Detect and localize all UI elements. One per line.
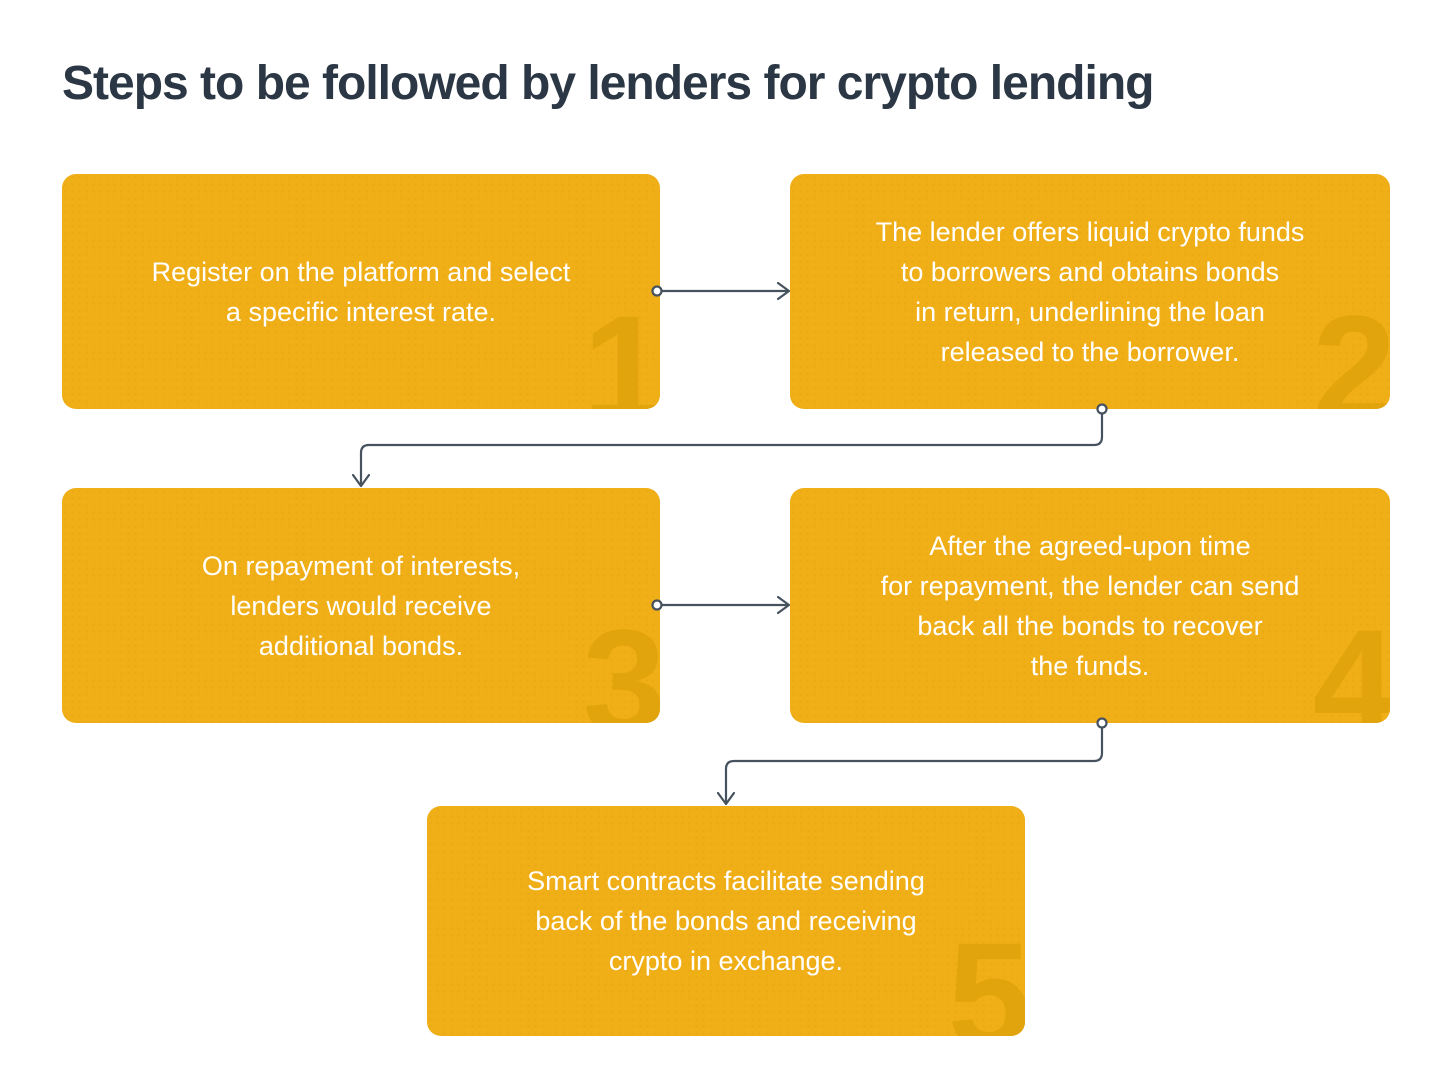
- step-number-2: 2: [1312, 284, 1390, 409]
- step-number-4: 4: [1312, 598, 1390, 723]
- arrowhead-down-icon: [351, 473, 371, 488]
- step-card-3: 3 On repayment of interests, lenders wou…: [62, 488, 660, 723]
- step-text-4: After the agreed-upon time for repayment…: [880, 530, 1300, 681]
- step-number-1: 1: [582, 284, 660, 409]
- step-text-5: Smart contracts facilitate sending back …: [527, 866, 925, 976]
- connector-start-dot: [1096, 717, 1108, 729]
- step-text-3: On repayment of interests, lenders would…: [201, 550, 521, 661]
- connector-step1-step2-arrow: [651, 281, 791, 301]
- connector-start-dot: [1096, 403, 1108, 415]
- step-card-4: 4 After the agreed-upon time for repayme…: [790, 488, 1390, 723]
- connector-step2-step3-arrow: [351, 403, 1108, 488]
- step-card-2: 2 The lender offers liquid crypto funds …: [790, 174, 1390, 409]
- connector-step3-step4-arrow: [651, 595, 791, 615]
- arrowhead-right-icon: [776, 595, 791, 615]
- connector-step4-step5-arrow: [716, 717, 1108, 806]
- step-card-1: 1 Register on the platform and select a …: [62, 174, 660, 409]
- step-text-1: Register on the platform and select a sp…: [151, 256, 571, 327]
- page-title: Steps to be followed by lenders for cryp…: [62, 57, 1154, 110]
- step-number-5: 5: [947, 911, 1025, 1036]
- step-number-3: 3: [582, 598, 660, 723]
- arrowhead-right-icon: [776, 281, 791, 301]
- step-card-5: 5 Smart contracts facilitate sending bac…: [427, 806, 1025, 1036]
- connector-line: [359, 412, 1104, 485]
- step-text-2: The lender offers liquid crypto funds to…: [875, 216, 1305, 367]
- arrowhead-down-icon: [716, 791, 736, 806]
- connector-line: [724, 726, 1104, 803]
